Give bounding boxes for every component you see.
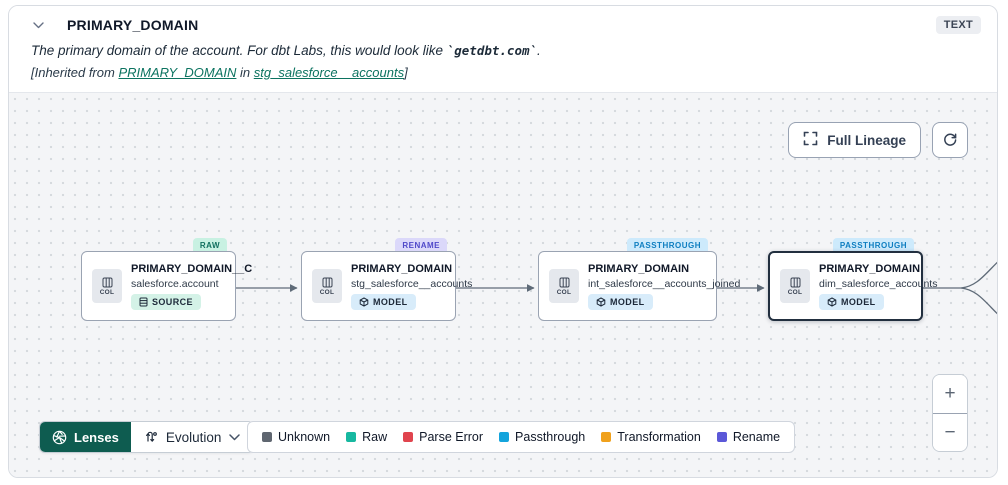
node-card[interactable]: COL PRIMARY_DOMAIN__C salesforce.account… <box>81 251 253 321</box>
shuffle-icon <box>145 431 157 442</box>
collapse-chevron-icon[interactable] <box>31 18 45 32</box>
lens-aperture-icon <box>52 430 67 444</box>
evolution-legend: Unknown Raw Parse Error Passthrough Tran… <box>247 421 796 453</box>
lineage-node-intermediate: PASSTHROUGH COL PRIMARY_DOMAIN int_sales… <box>538 238 741 321</box>
resource-kind-badge: MODEL <box>351 293 416 310</box>
node-column-name: PRIMARY_DOMAIN <box>588 262 690 275</box>
legend-item: Parse Error <box>403 430 483 444</box>
inherited-model-link[interactable]: stg_salesforce__accounts <box>253 65 405 80</box>
column-type-badge: TEXT <box>935 16 981 34</box>
legend-swatch <box>346 432 357 442</box>
legend-item: Passthrough <box>499 430 585 444</box>
node-card-selected[interactable]: COL PRIMARY_DOMAIN dim_salesforce_accoun… <box>768 251 938 321</box>
node-model-name: dim_salesforce_accounts <box>819 277 938 290</box>
chevron-down-icon <box>229 433 241 441</box>
node-card[interactable]: COL PRIMARY_DOMAIN stg_salesforce__accou… <box>301 251 473 321</box>
resource-kind-badge: MODEL <box>819 293 884 310</box>
column-chip: COL <box>312 269 342 303</box>
columns-icon <box>790 277 800 287</box>
legend-item: Rename <box>716 430 780 444</box>
legend-swatch <box>499 432 510 442</box>
refresh-icon <box>942 131 958 150</box>
legend-item: Raw <box>346 430 387 444</box>
legend-swatch <box>262 432 272 442</box>
legend-item: Transformation <box>601 430 701 444</box>
full-lineage-button[interactable]: Full Lineage <box>788 122 921 158</box>
legend-item: Unknown <box>262 430 330 444</box>
database-icon <box>139 297 148 306</box>
inherited-column-link[interactable]: PRIMARY_DOMAIN <box>118 65 237 80</box>
column-chip: COL <box>780 269 810 303</box>
columns-icon <box>322 277 332 287</box>
zoom-controls: + − <box>932 374 968 452</box>
cube-icon <box>827 296 837 307</box>
cube-icon <box>596 296 606 307</box>
lineage-node-source: RAW COL PRIMARY_DOMAIN__C salesforce.acc… <box>81 238 253 321</box>
column-title: PRIMARY_DOMAIN <box>67 17 199 33</box>
column-chip: COL <box>549 269 579 303</box>
node-model-name: int_salesforce__accounts_joined <box>588 277 741 290</box>
lineage-canvas[interactable]: Full Lineage RAW COL PRIMARY_DOMAIN__C s… <box>9 92 997 477</box>
node-model-name: salesforce.account <box>131 277 219 290</box>
cube-icon <box>359 296 369 307</box>
expand-icon <box>803 131 818 149</box>
lenses-control: Lenses Evolution <box>39 421 255 453</box>
inherited-note: [Inherited from PRIMARY_DOMAIN in stg_sa… <box>31 65 408 80</box>
lenses-button[interactable]: Lenses <box>40 422 131 452</box>
node-column-name: PRIMARY_DOMAIN__C <box>131 262 253 275</box>
node-column-name: PRIMARY_DOMAIN <box>351 262 453 275</box>
legend-swatch <box>716 432 727 442</box>
code-span: `getdbt.com` <box>446 43 538 58</box>
zoom-in-button[interactable]: + <box>933 375 967 413</box>
zoom-out-button[interactable]: − <box>933 413 967 451</box>
node-model-name: stg_salesforce__accounts <box>351 277 473 290</box>
column-chip: COL <box>92 269 122 303</box>
resource-kind-badge: SOURCE <box>131 293 201 310</box>
lineage-node-staging: RENAME COL PRIMARY_DOMAIN stg_salesforce… <box>301 238 473 321</box>
columns-icon <box>559 277 569 287</box>
columns-icon <box>102 277 112 287</box>
node-card[interactable]: COL PRIMARY_DOMAIN int_salesforce__accou… <box>538 251 741 321</box>
node-column-name: PRIMARY_DOMAIN <box>819 262 921 275</box>
column-description: The primary domain of the account. For d… <box>31 43 541 58</box>
refresh-button[interactable] <box>932 122 968 158</box>
column-header: PRIMARY_DOMAIN TEXT The primary domain o… <box>9 6 997 92</box>
lineage-node-dim: PASSTHROUGH COL PRIMARY_DOMAIN dim_sales… <box>768 238 938 321</box>
resource-kind-badge: MODEL <box>588 293 653 310</box>
legend-swatch <box>601 432 612 442</box>
legend-swatch <box>403 432 414 442</box>
column-lineage-panel: PRIMARY_DOMAIN TEXT The primary domain o… <box>8 5 998 478</box>
lens-dropdown[interactable]: Evolution <box>130 422 254 452</box>
